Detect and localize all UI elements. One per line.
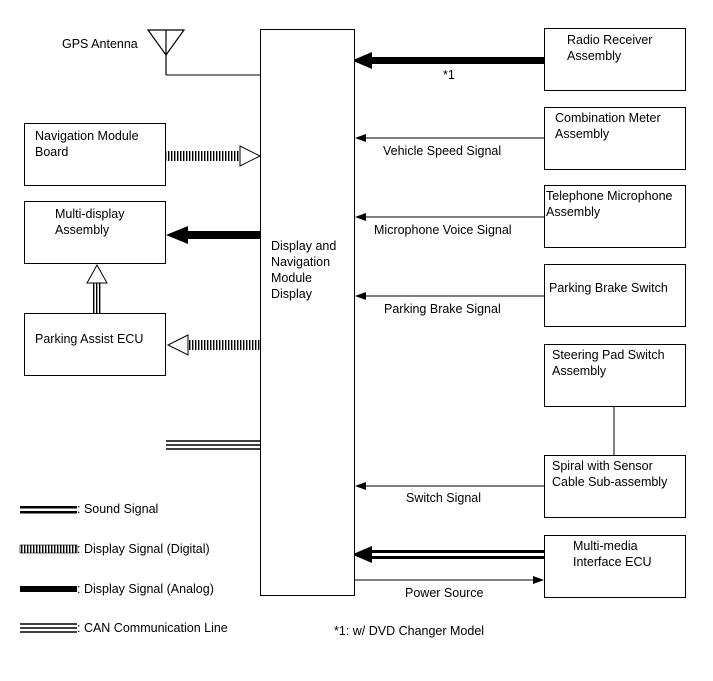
- parking-assist-line-1: Parking Assist ECU: [35, 332, 144, 346]
- legend-sound-label: : Sound Signal: [77, 502, 159, 516]
- multimedia-sound-arrow: [352, 546, 544, 563]
- nav-module-line-1: Navigation Module: [35, 129, 139, 143]
- legend-digital-swatch: [19, 544, 78, 554]
- steering-pad-switch-box: Steering Pad Switch Assembly: [544, 344, 686, 407]
- multi-display-line-2: Assembly: [55, 223, 110, 237]
- legend-analog-swatch: [20, 586, 77, 592]
- vehicle-speed-arrow: [355, 134, 544, 142]
- radio-signal-arrow: [352, 52, 544, 69]
- vehicle-speed-signal-label: Vehicle Speed Signal: [383, 144, 502, 158]
- gps-antenna-label: GPS Antenna: [62, 37, 138, 51]
- radio-note-label: *1: [443, 68, 455, 82]
- switch-signal-label: Switch Signal: [406, 491, 482, 505]
- parking-brake-line-1: Parking Brake Switch: [549, 281, 668, 295]
- multimedia-line-1: Multi-media: [573, 539, 638, 553]
- legend-can-swatch: [20, 623, 77, 633]
- parking-brake-switch-box: Parking Brake Switch: [544, 264, 686, 327]
- can-line-stub: [166, 440, 260, 450]
- multi-display-analog-arrow: [166, 226, 260, 244]
- center-line-3: Module: [271, 271, 312, 285]
- steering-pad-line-1: Steering Pad Switch: [552, 348, 665, 362]
- telephone-mic-line-1: Telephone Microphone: [546, 189, 673, 203]
- power-source-arrow: [355, 576, 544, 584]
- parking-assist-digital-arrow: [166, 334, 260, 356]
- navigation-module-box: Navigation Module Board: [24, 123, 166, 186]
- parking-assist-box: Parking Assist ECU: [24, 313, 166, 376]
- center-line-1: Display and: [271, 239, 337, 253]
- microphone-voice-arrow: [355, 213, 544, 221]
- nav-digital-arrow: [166, 145, 262, 167]
- multimedia-interface-ecu-box: Multi-media Interface ECU: [544, 535, 686, 598]
- legend-analog-label: : Display Signal (Analog): [77, 582, 214, 596]
- nav-module-line-2: Board: [35, 145, 69, 159]
- legend-digital-label: : Display Signal (Digital): [77, 542, 210, 556]
- antenna-icon: [146, 29, 186, 75]
- spiral-cable-box: Spiral with Sensor Cable Sub-assembly: [544, 455, 686, 518]
- spiral-cable-line-1: Spiral with Sensor: [552, 459, 653, 473]
- multimedia-line-2: Interface ECU: [573, 555, 652, 569]
- telephone-microphone-box: Telephone Microphone Assembly: [544, 185, 686, 248]
- parking-brake-arrow: [355, 292, 544, 300]
- multi-display-box: Multi-display Assembly: [24, 201, 166, 264]
- center-line-4: Display: [271, 287, 312, 301]
- microphone-voice-signal-label: Microphone Voice Signal: [374, 223, 512, 237]
- multi-display-line-1: Multi-display: [55, 207, 125, 221]
- center-line-2: Navigation: [271, 255, 331, 269]
- switch-signal-arrow: [355, 482, 544, 490]
- footnote-label: *1: w/ DVD Changer Model: [334, 624, 485, 638]
- parking-assist-up-arrow: [86, 263, 108, 315]
- parking-brake-signal-label: Parking Brake Signal: [384, 302, 501, 316]
- power-source-label: Power Source: [405, 586, 484, 600]
- combination-meter-box: Combination Meter Assembly: [544, 107, 686, 170]
- legend-can-label: : CAN Communication Line: [77, 621, 228, 635]
- radio-line-1: Radio Receiver: [567, 33, 653, 47]
- radio-receiver-box: Radio Receiver Assembly: [544, 28, 686, 91]
- telephone-mic-line-2: Assembly: [546, 205, 601, 219]
- spiral-cable-line-2: Cable Sub-assembly: [552, 475, 668, 489]
- legend-sound-swatch: [20, 506, 77, 514]
- combination-meter-line-1: Combination Meter: [555, 111, 661, 125]
- steering-pad-line-2: Assembly: [552, 364, 607, 378]
- center-display-box: Display and Navigation Module Display: [260, 29, 355, 596]
- combination-meter-line-2: Assembly: [555, 127, 610, 141]
- radio-line-2: Assembly: [567, 49, 622, 63]
